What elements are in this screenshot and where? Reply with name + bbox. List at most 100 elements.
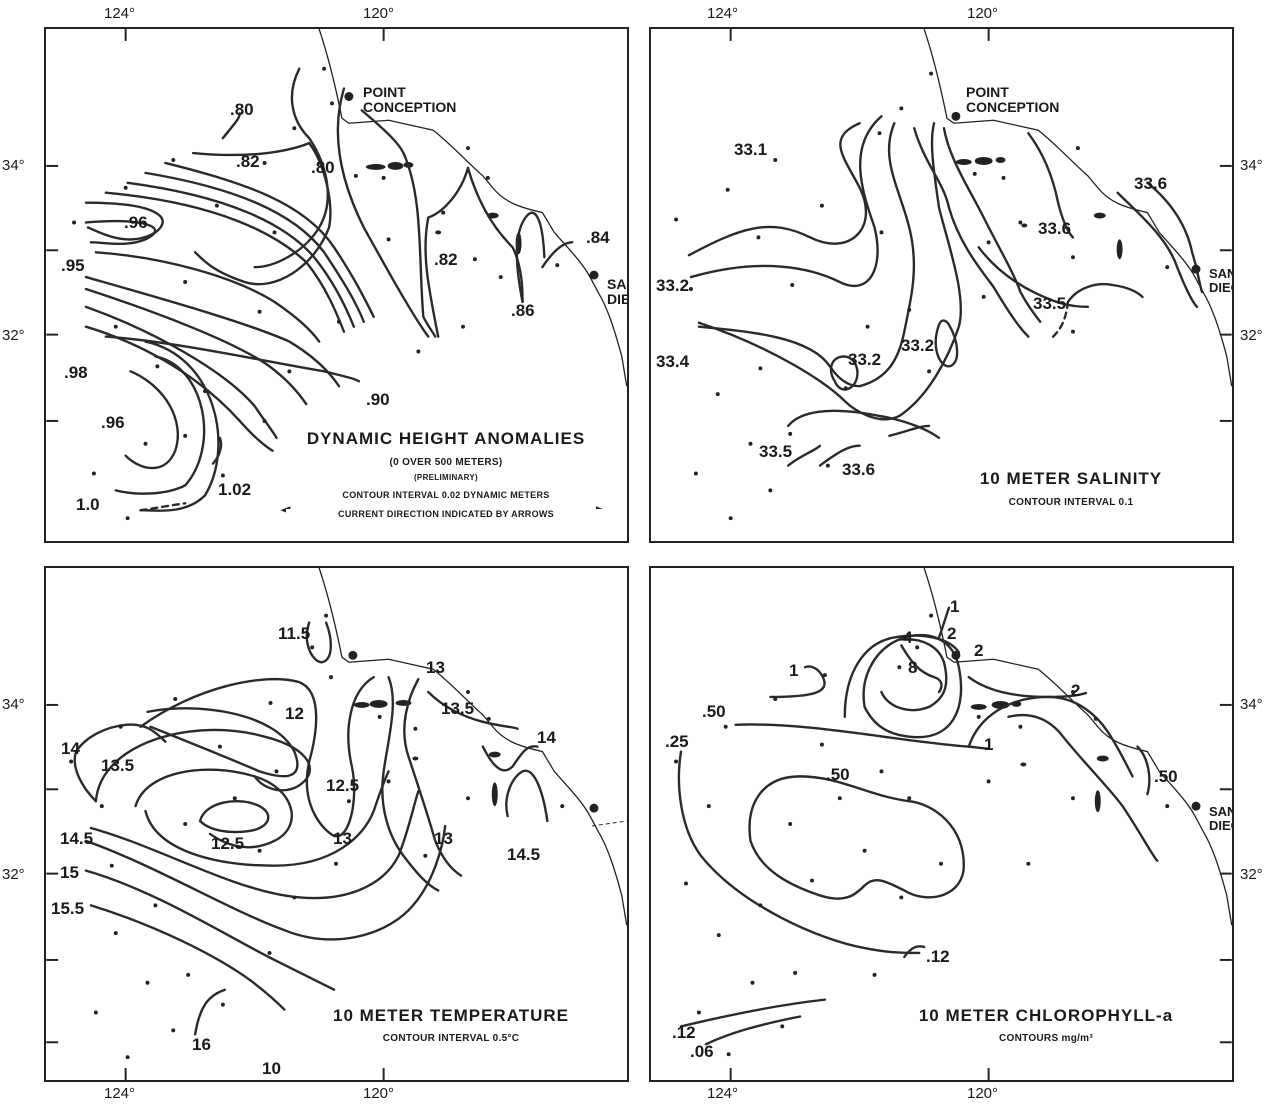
contours	[687, 115, 1204, 467]
coastline	[923, 568, 1232, 926]
san-diego-marker	[1191, 801, 1201, 811]
contour-label: 33.2	[901, 336, 935, 355]
panel-subtitle: CURRENT DIRECTION INDICATED BY ARROWS	[286, 509, 606, 519]
salinity-map	[674, 29, 1232, 521]
contour-label: 12.5	[326, 776, 360, 795]
contour-label: 14	[61, 739, 80, 758]
panel-salinity: POINT CONCEPTION SAN DIEGO 33.1 33.6 33.…	[649, 27, 1234, 543]
contour-label: .82	[236, 152, 260, 171]
lon-label-top-right-120: 120°	[967, 5, 999, 22]
contour-label: 33.1	[734, 140, 768, 159]
contour-label: 14.5	[507, 845, 541, 864]
contour-label: .80	[230, 100, 254, 119]
ticks	[46, 29, 385, 422]
contour-label: 10	[262, 1059, 281, 1078]
contour-label: 1.02	[218, 480, 252, 499]
contour-label: 33.6	[842, 460, 876, 479]
station-dots	[72, 66, 560, 521]
chlorophyll-map	[674, 568, 1232, 1080]
lat-label-right-32-bottom: 32°	[1240, 866, 1263, 883]
lon-label-bottom-left-124: 124°	[104, 1085, 136, 1102]
contour-label: .06	[690, 1042, 714, 1061]
contour-label: 13	[333, 829, 352, 848]
panel-subtitle: (0 OVER 500 METERS)	[389, 457, 503, 468]
san-diego-label: SAN DIEGO	[607, 276, 627, 307]
contour-label: 13	[434, 829, 453, 848]
san-diego-marker	[1191, 264, 1201, 274]
contour-label: 33.2	[848, 350, 882, 369]
contour-label: 1	[950, 597, 960, 616]
contour-label: .84	[586, 228, 610, 247]
san-diego-label: SAN DIEGO	[1209, 804, 1234, 833]
lon-label-bottom-right-124: 124°	[707, 1085, 739, 1102]
contours	[84, 67, 574, 512]
lat-label-right-34-top: 34°	[1240, 157, 1263, 174]
contour-label: 1	[789, 661, 799, 680]
coastline	[923, 29, 1232, 387]
lon-label-top-left-120: 120°	[363, 5, 395, 22]
channel-islands	[955, 157, 1123, 260]
panel-subtitle: CONTOUR INTERVAL 0.5°C	[382, 1033, 520, 1044]
point-conception-marker	[951, 111, 961, 121]
panel-subtitle: CONTOURS mg/m³	[998, 1033, 1094, 1044]
point-conception-label: POINT CONCEPTION	[363, 84, 457, 115]
lon-label-bottom-left-120: 120°	[363, 1085, 395, 1102]
contour-label: 12.5	[211, 834, 245, 853]
channel-islands	[353, 699, 501, 807]
contour-label: 13	[426, 658, 445, 677]
contour-label: 2	[947, 624, 957, 643]
contour-label: 16	[192, 1035, 211, 1054]
panel-subtitle: (PRELIMINARY)	[413, 473, 479, 482]
contour-label: 11.5	[278, 624, 311, 643]
san-diego-marker	[589, 803, 599, 813]
contour-label: .80	[311, 158, 335, 177]
contour-label: .12	[926, 947, 950, 966]
san-diego-marker	[589, 270, 599, 280]
panel-title: DYNAMIC HEIGHT ANOMALIES	[306, 429, 586, 448]
panel-title: 10 METER SALINITY	[979, 469, 1163, 488]
contour-label: 33.5	[1033, 294, 1067, 313]
coastline	[318, 568, 627, 926]
san-diego-label: SAN DIEGO	[1209, 266, 1234, 295]
ticks	[729, 29, 1232, 422]
contour-label: 8	[908, 658, 918, 677]
point-conception-marker	[951, 650, 961, 660]
panel-dynamic-height: POINT CONCEPTION SAN DIEGO .80 .82 .80 .…	[44, 27, 629, 543]
contour-label: 33.4	[656, 352, 690, 371]
contour-label: 33.6	[1038, 219, 1072, 238]
contour-label: .82	[434, 250, 458, 269]
contour-label: .90	[366, 390, 390, 409]
contour-label: 1.0	[76, 495, 100, 514]
lon-label-top-right-124: 124°	[707, 5, 739, 22]
lon-label-top-left-124: 124°	[104, 5, 136, 22]
lat-label-left-32-top: 32°	[2, 327, 25, 344]
lat-label-left-34-bottom: 34°	[2, 696, 25, 713]
panel-subtitle: CONTOUR INTERVAL 0.1	[1008, 497, 1134, 508]
contour-label: 2	[1071, 681, 1081, 700]
contour-label: .95	[61, 256, 85, 275]
panel-subtitle: CONTOUR INTERVAL 0.02 DYNAMIC METERS	[342, 490, 550, 500]
station-dots	[69, 613, 565, 1060]
coastline	[318, 29, 627, 387]
contour-label: 33.5	[759, 442, 793, 461]
lat-label-left-32-bottom: 32°	[2, 866, 25, 883]
contour-label: .96	[124, 213, 148, 232]
contour-label: 4	[903, 628, 913, 647]
contour-label: 2	[974, 641, 984, 660]
ticks	[729, 703, 1232, 1080]
contour-label: .50	[702, 702, 726, 721]
contour-label: 14.5	[60, 829, 94, 848]
temperature-map	[46, 568, 627, 1080]
contour-label: 13.5	[101, 756, 135, 775]
panel-chlorophyll: SAN DIEGO 1 2 4 2 8 1 2 .50 .25 1 .50 .5…	[649, 566, 1234, 1082]
contour-label: .98	[64, 363, 88, 382]
panel-title: 10 METER TEMPERATURE	[333, 1006, 569, 1025]
contour-label: 13.5	[441, 699, 475, 718]
panel-temperature: 11.5 13 12 13.5 14 14 13.5 12.5 14.5 12.…	[44, 566, 629, 1082]
lat-label-right-34-bottom: 34°	[1240, 696, 1263, 713]
border-line	[591, 820, 627, 827]
contour-label: .96	[101, 413, 125, 432]
point-conception-marker	[348, 650, 358, 660]
contours	[677, 606, 1159, 1046]
point-conception-label: POINT CONCEPTION	[966, 84, 1060, 115]
